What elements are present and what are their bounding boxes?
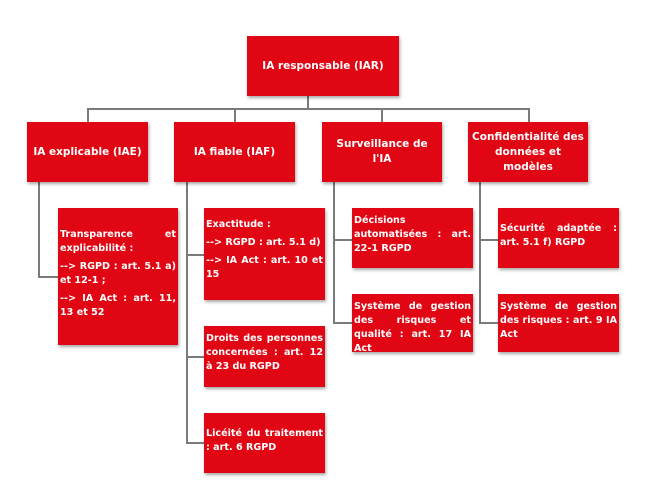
leaf-line: Exactitude : [206,219,271,230]
branch-label: Surveillance de l'IA [336,138,428,165]
connector [479,182,481,324]
branch-label: IA fiable (IAF) [193,145,276,158]
leaf-liceite: Licéité du traitement : art. 6 RGPD [204,413,325,473]
connector [38,182,40,278]
leaf-droits: Droits des personnes concernées : art. 1… [204,326,325,387]
leaf-systeme-risques: Système de gestion des risques : art. 9 … [498,294,619,352]
leaf-line: Licéité du traitement : art. 6 RGPD [206,428,323,453]
connector [87,108,530,110]
connector [186,254,204,256]
root-label: IA responsable (IAR) [262,59,384,72]
root-node: IA responsable (IAR) [247,36,399,96]
branch-label: IA explicable (IAE) [33,145,142,158]
leaf-exactitude: Exactitude : --> RGPD : art. 5.1 d) --> … [204,208,325,300]
leaf-line: --> IA Act : art. 10 et 15 [206,255,323,280]
leaf-securite: Sécurité adaptée : art. 5.1 f) RGPD [498,208,619,268]
leaf-line: Décisions automatisées : art. 22-1 RGPD [354,215,471,254]
leaf-line: --> RGPD : art. 5.1 a) et 12-1 ; [60,261,176,286]
connector [333,322,352,324]
connector [186,442,204,444]
leaf-decisions: Décisions automatisées : art. 22-1 RGPD [352,208,473,268]
connector [381,108,383,122]
leaf-transparence: Transparence et explicabilité : --> RGPD… [58,208,178,345]
connector [38,276,58,278]
branch-surveillance: Surveillance de l'IA [322,122,442,182]
connector [186,182,188,444]
connector [186,356,204,358]
leaf-line: Sécurité adaptée : art. 5.1 f) RGPD [500,223,617,248]
connector [307,96,309,109]
leaf-systeme-qualite: Système de gestion des risques et qualit… [352,294,473,354]
branch-iaf: IA fiable (IAF) [174,122,295,182]
connector [333,182,335,324]
branch-confidentialite: Confidentialité des données et modèles [468,122,588,182]
leaf-line: Droits des personnes concernées : art. 1… [206,333,323,372]
connector [479,322,498,324]
branch-label: Confidentialité des données et modèles [472,130,584,173]
connector [528,108,530,122]
connector [234,108,236,122]
connector [333,239,352,241]
leaf-line: Transparence et explicabilité : [60,229,176,254]
branch-iae: IA explicable (IAE) [27,122,148,182]
leaf-line: Système de gestion des risques : art. 9 … [500,301,617,340]
leaf-line: --> IA Act : art. 11, 13 et 52 [60,293,176,318]
connector [479,239,498,241]
connector [87,108,89,122]
leaf-line: --> RGPD : art. 5.1 d) [206,237,321,248]
leaf-line: Système de gestion des risques et qualit… [354,301,471,354]
